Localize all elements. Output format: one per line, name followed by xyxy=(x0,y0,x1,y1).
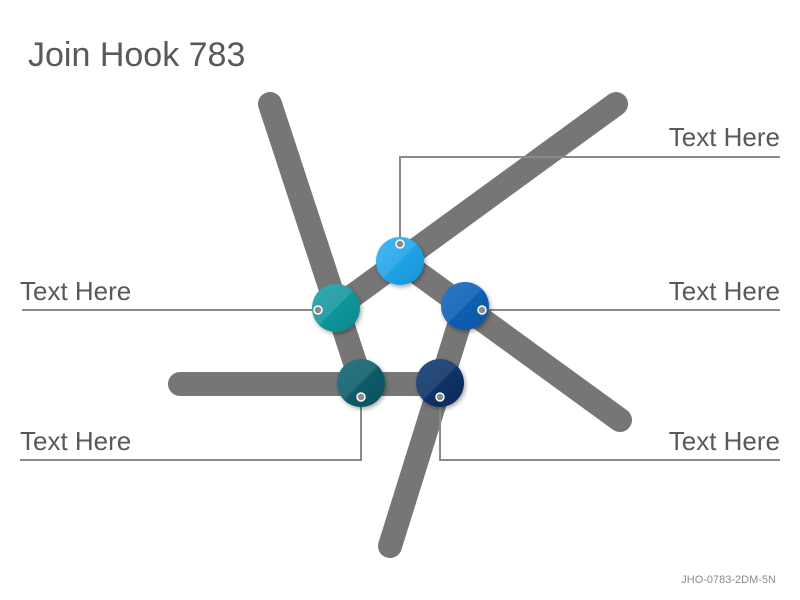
label-middle-left: Text Here xyxy=(20,276,132,306)
connector-dot-right xyxy=(477,305,487,315)
label-top-right: Text Here xyxy=(668,122,780,152)
arm-lower-right xyxy=(388,248,632,432)
label-bottom-left: Text Here xyxy=(20,426,132,456)
arm-upper-right xyxy=(324,92,628,320)
connector-dot-bottom-left xyxy=(356,392,366,402)
node-right xyxy=(441,282,489,330)
node-bottom-left xyxy=(337,359,385,407)
connector-dot-top xyxy=(395,239,405,249)
label-bottom-right: Text Here xyxy=(668,426,780,456)
node-bottom-right xyxy=(416,359,464,407)
arm-upper-left xyxy=(258,92,374,396)
connector-top-right xyxy=(399,156,780,244)
connector-bottom-left xyxy=(20,383,362,461)
connector-dot-bottom-right xyxy=(435,392,445,402)
arm-bottom xyxy=(378,294,477,558)
node-top xyxy=(376,237,424,285)
page-title: Join Hook 783 xyxy=(28,36,246,74)
node-left xyxy=(312,284,360,332)
connector-bottom-right xyxy=(439,383,780,461)
footer-code: JHO-0783-2DM-5N xyxy=(681,574,776,586)
label-middle-right: Text Here xyxy=(668,276,780,306)
connector-dot-left xyxy=(313,305,323,315)
